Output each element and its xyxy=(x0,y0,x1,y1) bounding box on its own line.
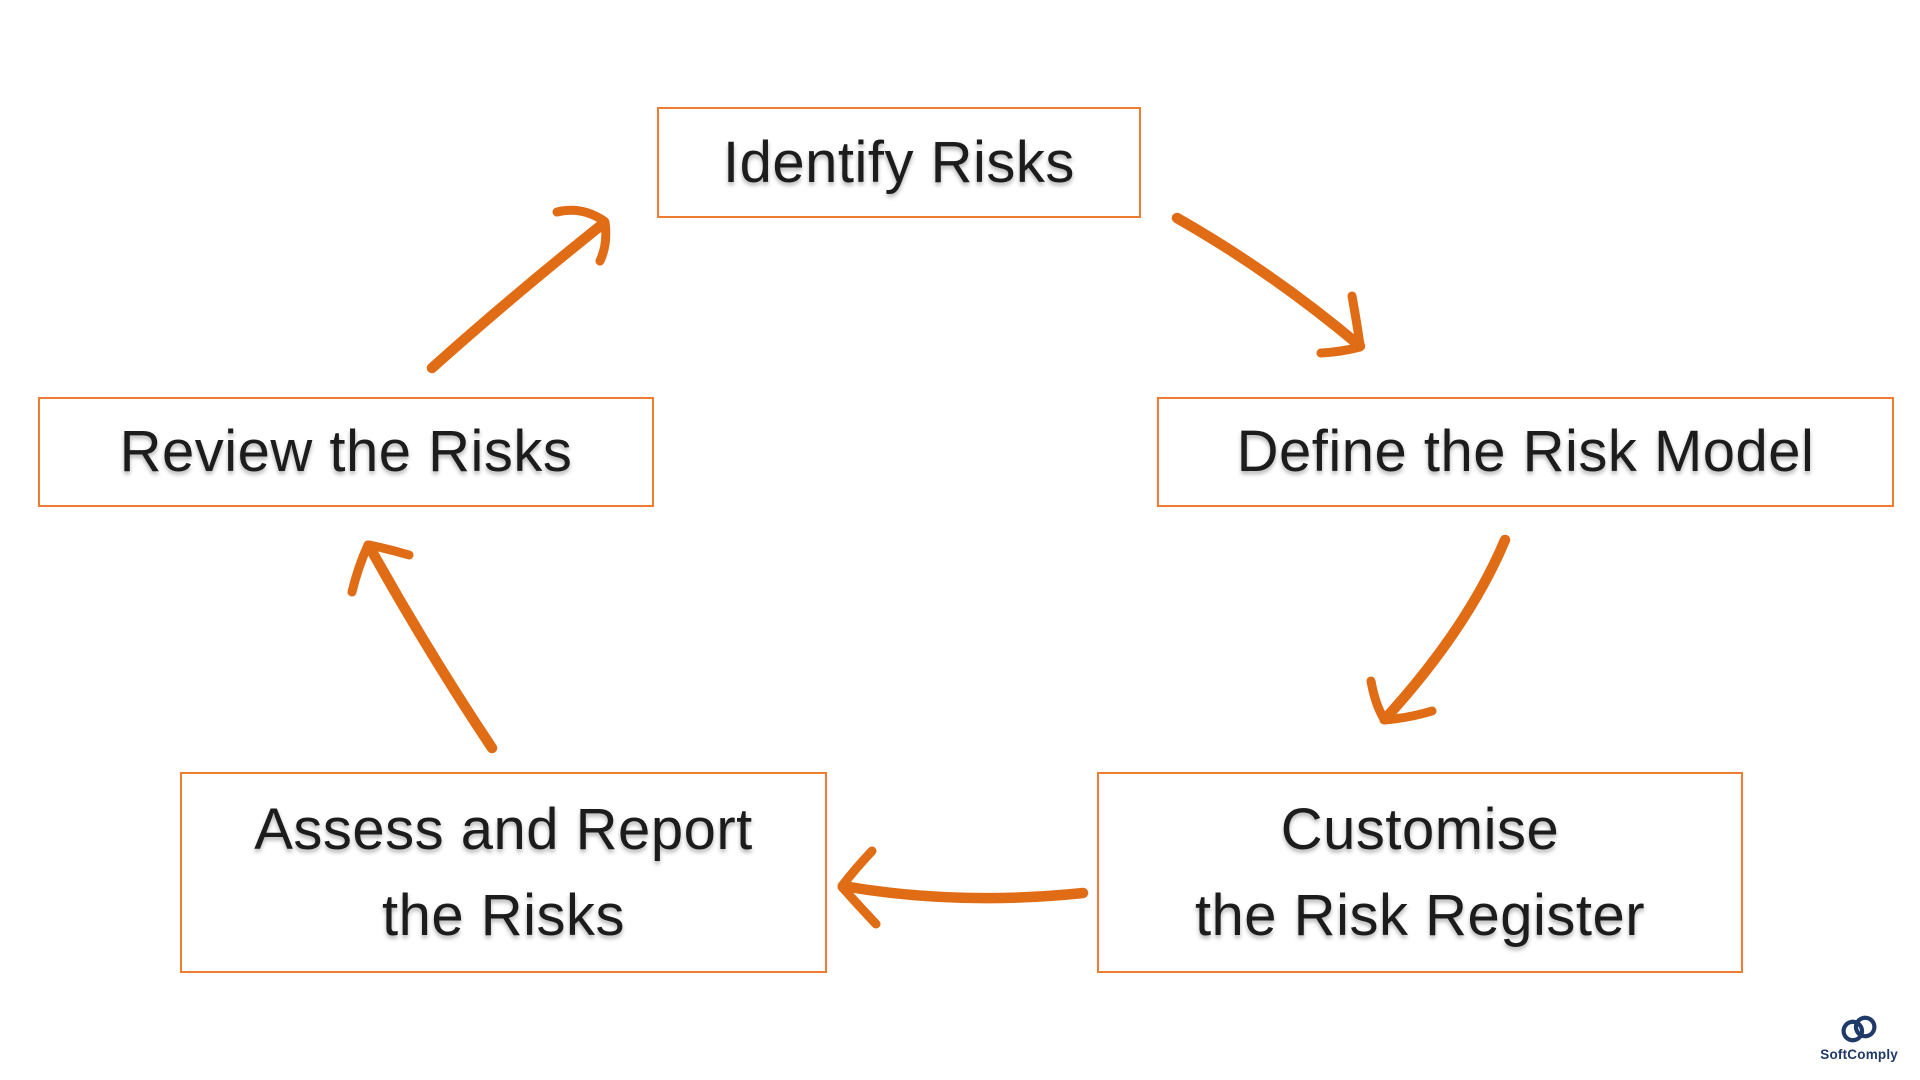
node-assess-report-risks-label-line1: Assess and Report xyxy=(254,796,753,862)
node-assess-report-risks-label-line2: the Risks xyxy=(381,882,625,948)
node-review-risks: Review the Risks xyxy=(38,397,654,507)
node-customise-risk-register-label-line2: the Risk Register xyxy=(1194,882,1646,948)
arrow-define-to-customise xyxy=(1366,534,1511,725)
arrow-review-to-identify xyxy=(426,205,611,374)
node-customise-risk-register: Customise the Risk Register xyxy=(1097,772,1743,973)
node-define-risk-model: Define the Risk Model xyxy=(1157,397,1894,507)
arrow-customise-to-assess xyxy=(837,846,1089,929)
node-customise-risk-register-label-line1: Customise xyxy=(1280,796,1560,862)
arrow-assess-to-review xyxy=(347,540,498,754)
node-review-risks-label: Review the Risks xyxy=(119,419,573,485)
interlocked-rings-icon xyxy=(1841,1015,1877,1043)
arrow-identify-to-define xyxy=(1171,212,1366,358)
softcomply-logo-text: SoftComply xyxy=(1820,1047,1898,1062)
node-assess-report-risks: Assess and Report the Risks xyxy=(180,772,827,973)
softcomply-logo: SoftComply xyxy=(1820,1013,1898,1062)
node-identify-risks: Identify Risks xyxy=(657,107,1141,218)
node-define-risk-model-label: Define the Risk Model xyxy=(1236,419,1815,485)
node-identify-risks-label: Identify Risks xyxy=(723,129,1075,195)
